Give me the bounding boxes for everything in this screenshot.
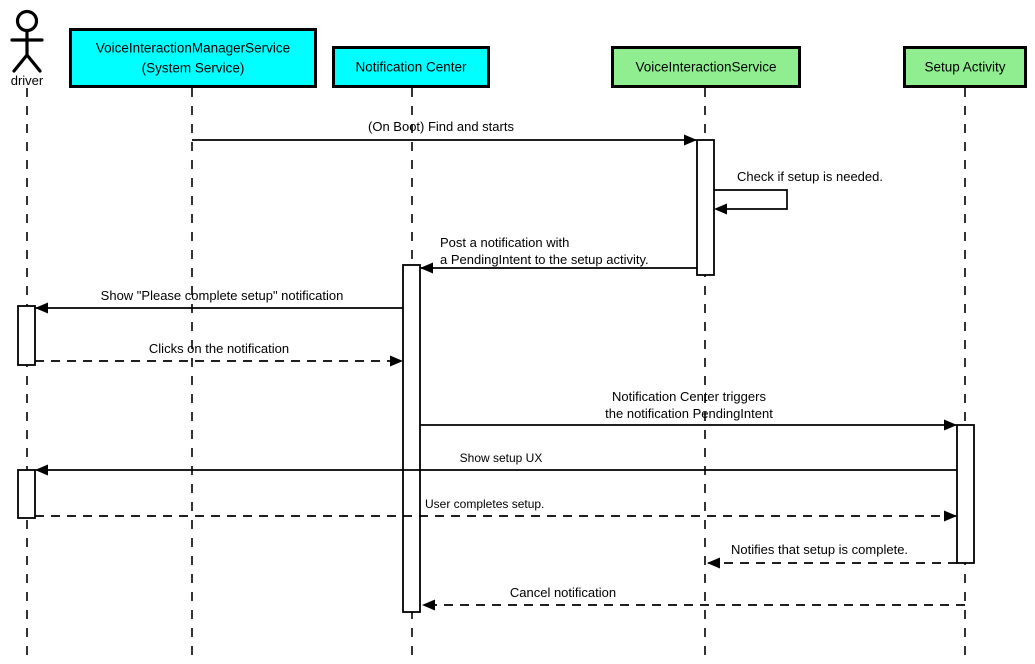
message-label-msg-3: Post a notification with <box>440 235 569 250</box>
participant-box-vims[interactable] <box>69 28 317 88</box>
message-msg-10[interactable]: Cancel notification <box>422 585 965 611</box>
message-label-msg-6: Notification Center triggers <box>612 389 766 404</box>
participant-box-notification-center[interactable] <box>332 46 490 88</box>
message-label-msg-5: Clicks on the notification <box>149 341 289 356</box>
message-msg-1[interactable]: (On Boot) Find and starts <box>192 119 697 146</box>
message-label-msg-3: a PendingIntent to the setup activity. <box>440 252 649 267</box>
arrow-head-icon <box>684 134 697 146</box>
message-label-msg-2: Check if setup is needed. <box>737 169 883 184</box>
message-label-msg-8: User completes setup. <box>425 497 544 511</box>
activations-layer <box>17 139 975 613</box>
message-msg-7[interactable]: Show setup UX <box>35 451 957 476</box>
participant-label-setup-activity: Setup Activity <box>924 60 1005 75</box>
arrow-head-icon <box>944 510 957 522</box>
activation-bar-notification-center <box>402 264 421 613</box>
participants-layer: driver VoiceInteractionManagerService (Sys… <box>10 9 1027 89</box>
arrow-head-icon <box>390 355 403 367</box>
activation-bar-driver <box>17 469 36 519</box>
arrow-head-icon <box>714 203 727 215</box>
message-msg-8[interactable]: User completes setup. <box>35 497 957 522</box>
participant-box-setup-activity[interactable] <box>903 46 1027 88</box>
activation-bar-voice-interaction-service <box>696 139 715 276</box>
message-msg-6[interactable]: Notification Center triggers the notifica… <box>420 389 957 431</box>
activation-bar-driver <box>17 305 36 366</box>
arrow-head-icon <box>944 419 957 431</box>
participant-label-vims: VoiceInteractionManagerService <box>96 41 290 56</box>
message-label-msg-10: Cancel notification <box>510 585 616 600</box>
participant-sublabel-vims: (System Service) <box>142 61 245 76</box>
arrow-head-icon <box>420 262 433 274</box>
participant-vims[interactable]: VoiceInteractionManagerService (System Se… <box>69 28 317 88</box>
message-line-msg-2 <box>714 189 788 210</box>
participant-driver[interactable]: driver <box>10 9 44 89</box>
message-msg-5[interactable]: Clicks on the notification <box>35 341 403 367</box>
participant-label-voice-interaction-service: VoiceInteractionService <box>635 60 776 75</box>
actor-head-icon <box>15 9 39 33</box>
message-label-msg-6: the notification PendingIntent <box>605 406 773 421</box>
participant-notification-center[interactable]: Notification Center <box>332 46 490 88</box>
participant-box-voice-interaction-service[interactable] <box>611 46 801 88</box>
message-msg-9[interactable]: Notifies that setup is complete. <box>707 542 957 569</box>
message-label-msg-7: Show setup UX <box>460 451 543 465</box>
arrow-head-icon <box>707 557 720 569</box>
message-msg-3[interactable]: Post a notification with a PendingIntent … <box>420 235 697 274</box>
participant-setup-activity[interactable]: Setup Activity <box>903 46 1027 88</box>
message-label-msg-9: Notifies that setup is complete. <box>731 542 908 557</box>
participant-label-driver: driver <box>11 73 44 88</box>
message-label-msg-4: Show "Please complete setup" notificatio… <box>101 288 344 303</box>
arrow-head-icon <box>422 599 435 611</box>
activation-bar-setup-activity <box>956 424 975 564</box>
participant-voice-interaction-service[interactable]: VoiceInteractionService <box>611 46 801 88</box>
actor-leg-right-icon <box>25 53 42 73</box>
arrow-head-icon <box>35 464 48 476</box>
message-msg-4[interactable]: Show "Please complete setup" notificatio… <box>35 288 403 314</box>
arrow-head-icon <box>35 302 48 314</box>
actor-leg-left-icon <box>12 53 29 73</box>
message-msg-2[interactable]: Check if setup is needed. <box>714 169 883 215</box>
message-label-msg-1: (On Boot) Find and starts <box>368 119 514 134</box>
participant-label-notification-center: Notification Center <box>355 60 467 75</box>
